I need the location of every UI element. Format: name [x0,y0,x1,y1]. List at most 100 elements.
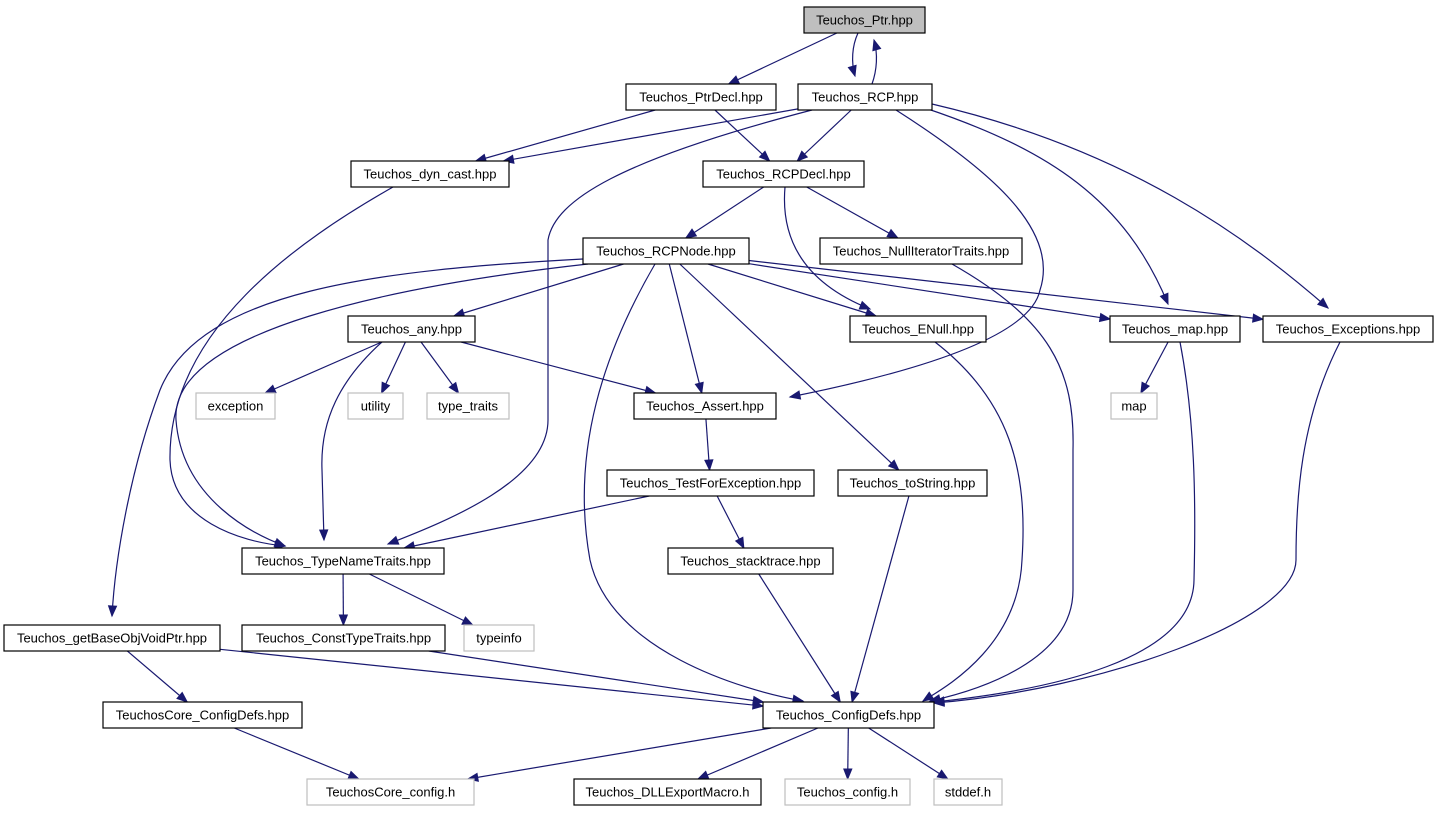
node-getbaseobj[interactable]: Teuchos_getBaseObjVoidPtr.hpp [3,624,221,652]
edge-getbaseobj-to-coreconfigdefs [126,650,188,703]
edge-rcpdecl-to-rcpnode-arrowhead [684,228,698,239]
node-configdefs-label: Teuchos_ConfigDefs.hpp [776,708,921,723]
edge-rcpnode-to-assert [668,263,703,394]
edge-configdefs-to-stddef [868,727,949,780]
edge-rcpnode-to-configdefs [583,263,804,702]
node-dyncast-label: Teuchos_dyn_cast.hpp [364,167,497,182]
edge-rcp-to-typenametraits [387,109,813,545]
node-rcp[interactable]: Teuchos_RCP.hpp [797,83,933,111]
node-tmap-box [1109,315,1241,343]
node-map-label: map [1121,399,1146,414]
node-ptrdecl[interactable]: Teuchos_PtrDecl.hpp [625,83,777,111]
node-assert[interactable]: Teuchos_Assert.hpp [633,392,777,420]
edge-consttypetraits-to-configdefs [428,650,764,703]
edge-getbaseobj-to-configdefs [219,648,764,707]
node-stddef-label: stddef.h [945,785,991,800]
edge-typenametraits-to-typeinfo-arrowhead [461,616,474,626]
node-typenametraits[interactable]: Teuchos_TypeNameTraits.hpp [241,547,445,575]
edge-rcp-to-exceptions-arrowhead [1316,297,1330,309]
node-enull-label: Teuchos_ENull.hpp [862,322,974,337]
edge-tmap-to-map-arrowhead [1140,381,1151,395]
edge-ptr-to-rcp-arrowhead [847,64,857,78]
node-coreconfigdefs-box [102,701,303,729]
edge-rcpnode-to-exceptions-arrowhead [1252,313,1265,323]
node-dyncast[interactable]: Teuchos_dyn_cast.hpp [350,160,510,188]
node-exceptions[interactable]: Teuchos_Exceptions.hpp [1262,315,1434,343]
node-configdefs-box [762,701,935,729]
node-coreconfig[interactable]: TeuchosCore_config.h [306,778,475,806]
node-rcp-box [797,83,933,111]
node-tconfig-label: Teuchos_config.h [797,785,898,800]
edge-rcpnode-to-tostring-arrowhead [887,459,900,471]
edge-configdefs-to-dllexport [697,727,819,780]
node-dyncast-box [350,160,510,188]
node-tmap[interactable]: Teuchos_map.hpp [1109,315,1241,343]
node-any[interactable]: Teuchos_any.hpp [347,315,476,343]
edge-dyncast-to-typenametraits [169,186,394,547]
edge-any-to-typenametraits [321,341,383,541]
edge-rcpdecl-to-nulliter [806,186,899,239]
node-map[interactable]: map [1110,392,1158,420]
edge-rcpnode-to-tmap [748,263,1111,320]
node-tconfig-box [784,778,911,806]
node-dllexport[interactable]: Teuchos_DLLExportMacro.h [573,778,762,806]
node-utility[interactable]: utility [347,392,404,420]
node-coreconfigdefs[interactable]: TeuchosCore_ConfigDefs.hpp [102,701,303,729]
edge-configdefs-to-dllexport-arrowhead [696,770,710,780]
edge-ptr-to-ptrdecl-arrowhead [727,75,741,85]
node-consttypetraits-box [241,624,446,652]
node-configdefs[interactable]: Teuchos_ConfigDefs.hpp [762,701,935,729]
edge-rcp-to-typenametraits-arrowhead [386,535,400,545]
node-typeinfo[interactable]: typeinfo [463,624,535,652]
edge-any-to-exception [264,341,383,394]
node-typetraits[interactable]: type_traits [426,392,510,420]
node-ptr-box [803,6,926,34]
edge-ptrdecl-to-rcpdecl-arrowhead [758,150,771,162]
edge-rcp-to-tmap [924,107,1169,305]
node-tconfig[interactable]: Teuchos_config.h [784,778,911,806]
edge-configdefs-to-tconfig-arrowhead [843,768,853,781]
node-ptrdecl-box [625,83,777,111]
node-utility-label: utility [361,399,391,414]
node-rcpdecl[interactable]: Teuchos_RCPDecl.hpp [702,160,865,188]
node-enull-box [849,315,987,343]
node-rcpnode-box [582,237,750,265]
edge-rcp-to-dyncast [503,108,799,162]
node-exception-box [195,392,276,420]
edge-ptrdecl-to-dyncast [475,109,656,162]
edge-rcpnode-to-tmap-arrowhead [1098,312,1112,323]
node-ptr[interactable]: Teuchos_Ptr.hpp [803,6,926,34]
node-tostring[interactable]: Teuchos_toString.hpp [837,469,988,497]
edge-getbaseobj-to-coreconfigdefs-arrowhead [176,691,189,703]
node-stacktrace[interactable]: Teuchos_stacktrace.hpp [667,547,834,575]
node-rcpnode[interactable]: Teuchos_RCPNode.hpp [582,237,750,265]
edge-any-to-typenametraits-arrowhead [318,529,329,542]
node-nulliter-box [819,237,1023,265]
edge-rcp-to-tmap-arrowhead [1159,292,1169,306]
node-testforexc[interactable]: Teuchos_TestForException.hpp [606,469,815,497]
edge-testforexc-to-stacktrace-arrowhead [734,536,745,550]
edge-configdefs-to-stddef-arrowhead [936,769,949,780]
node-typetraits-box [426,392,510,420]
edge-stacktrace-to-configdefs-arrowhead [830,690,841,704]
edge-rcp-to-assert [789,109,1045,398]
edge-rcpnode-to-assert-arrowhead [694,381,704,395]
node-nulliter[interactable]: Teuchos_NullIteratorTraits.hpp [819,237,1023,265]
node-assert-box [633,392,777,420]
edge-rcpnode-to-typenametraits-arrowhead [273,537,287,547]
node-stddef[interactable]: stddef.h [933,778,1003,806]
edges-layer [107,32,1341,782]
edge-any-to-utility-arrowhead [381,381,391,395]
edge-assert-to-testforexc-arrowhead [704,459,714,472]
node-tmap-label: Teuchos_map.hpp [1122,322,1228,337]
node-exception[interactable]: exception [195,392,276,420]
node-dllexport-label: Teuchos_DLLExportMacro.h [585,785,749,800]
edge-coreconfigdefs-to-coreconfig [234,727,359,780]
node-enull[interactable]: Teuchos_ENull.hpp [849,315,987,343]
node-dllexport-box [573,778,762,806]
edge-enull-to-configdefs-arrowhead [921,691,935,702]
node-consttypetraits[interactable]: Teuchos_ConstTypeTraits.hpp [241,624,446,652]
node-tostring-box [837,469,988,497]
edge-rcpnode-to-exceptions [748,259,1264,320]
